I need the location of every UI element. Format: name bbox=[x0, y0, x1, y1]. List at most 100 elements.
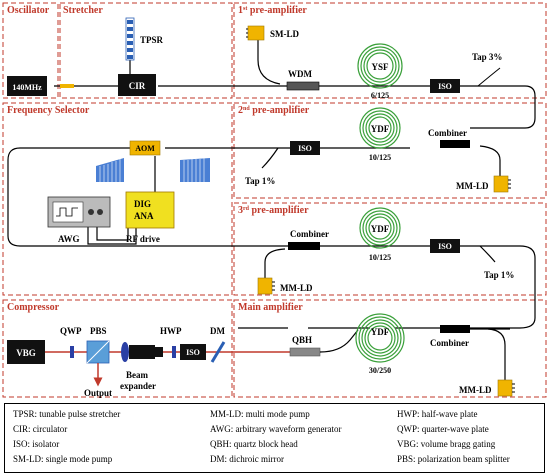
combiner-pre2 bbox=[440, 140, 470, 148]
mm-ld-label-pre2: MM-LD bbox=[456, 181, 489, 191]
legend-item: MM-LD: multi mode pump bbox=[210, 409, 310, 419]
iso-label-pre3: ISO bbox=[438, 242, 452, 251]
frequency-selector-frame bbox=[2, 102, 233, 296]
section-title-frequency-selector: Frequency Selector bbox=[7, 105, 90, 116]
circulator bbox=[118, 74, 156, 96]
legend-item: TPSR: tunable pulse stretcher bbox=[13, 409, 121, 419]
tpsr-label: TPSR bbox=[140, 35, 164, 45]
oscillator-label: 140MHz bbox=[12, 83, 42, 92]
ysf-label: YSF bbox=[371, 62, 389, 72]
legend-item: DM: dichroic mirror bbox=[210, 454, 284, 464]
spectrum-filtered-icon bbox=[96, 158, 124, 182]
section-title-main-amplifier: Main amplifier bbox=[238, 302, 303, 313]
legend-item: ISO: isolator bbox=[13, 439, 60, 449]
beam-expander-icon bbox=[121, 342, 163, 362]
combiner-pre3 bbox=[288, 242, 320, 250]
ysf-spec: 6/125 bbox=[371, 91, 389, 100]
section-title-compressor: Compressor bbox=[7, 302, 60, 313]
section-title-stretcher: Stretcher bbox=[63, 5, 103, 16]
output-label: Output bbox=[84, 388, 112, 398]
section-title-pre-amplifier-3: 3rd pre-amplifier bbox=[238, 205, 309, 216]
circulator-label: CIR bbox=[129, 81, 146, 91]
vbg-grating bbox=[7, 340, 45, 364]
dig-label: DIG bbox=[134, 199, 151, 209]
pbs-cube-icon bbox=[86, 340, 110, 364]
ydf-coil-pre3-icon bbox=[359, 207, 401, 249]
ydf-spec-pre3: 10/125 bbox=[369, 253, 391, 262]
beam-expander-label-line1: Beam bbox=[126, 370, 148, 380]
pre-amplifier-1-frame bbox=[233, 2, 547, 99]
tap3-label: Tap 3% bbox=[472, 52, 502, 62]
wdm-label: WDM bbox=[288, 69, 312, 79]
abbreviation-legend: TPSR: tunable pulse stretcher CIR: circu… bbox=[4, 403, 545, 473]
stretcher-frame bbox=[59, 2, 233, 99]
hwp-label: HWP bbox=[160, 326, 182, 336]
qbh-head bbox=[289, 347, 321, 357]
mm-ld-label-main: MM-LD bbox=[459, 385, 492, 395]
pbs-label: PBS bbox=[90, 326, 107, 336]
rf-driver-box bbox=[125, 191, 175, 229]
isolator-pre3 bbox=[430, 239, 460, 253]
fiber-paths bbox=[7, 38, 536, 388]
oscillator-source bbox=[7, 76, 47, 96]
ydf-coil-main-icon bbox=[355, 313, 405, 363]
iso-label-pre2: ISO bbox=[298, 144, 312, 153]
dichroic-mirror bbox=[210, 341, 226, 363]
spectrum-selected-icon bbox=[180, 158, 210, 182]
legend-item: CIR: circulator bbox=[13, 424, 68, 434]
sm-ld-pump-icon bbox=[246, 25, 265, 41]
hwp-plate bbox=[172, 346, 176, 358]
isolator-pre2 bbox=[290, 141, 320, 155]
ydf-spec-main: 30/250 bbox=[369, 366, 391, 375]
connector-icon bbox=[60, 84, 74, 88]
fiber-main-out bbox=[319, 329, 359, 353]
legend-item: VBG: volume bragg gating bbox=[397, 439, 496, 449]
iso-label-pre1: ISO bbox=[438, 82, 452, 91]
beam-expander-label-line2: expander bbox=[120, 381, 156, 391]
ydf-label-main: YDF bbox=[371, 327, 390, 337]
ydf-spec-pre2: 10/125 bbox=[369, 153, 391, 162]
compressor-frame bbox=[2, 299, 233, 398]
awg-instrument-icon bbox=[47, 196, 111, 228]
qwp-plate bbox=[70, 346, 74, 358]
combiner-label-pre3: Combiner bbox=[290, 229, 329, 239]
qbh-label: QBH bbox=[292, 335, 312, 345]
mm-ld-pump-main-icon bbox=[497, 379, 515, 397]
section-title-pre-amplifier-1: 1st pre-amplifier bbox=[238, 5, 307, 16]
tap3-branch bbox=[477, 67, 501, 87]
pre-amplifier-3-frame bbox=[233, 202, 547, 296]
qwp-label: QWP bbox=[60, 326, 82, 336]
tap1-label-pre2: Tap 1% bbox=[245, 176, 275, 186]
vbg-label: VBG bbox=[16, 348, 36, 358]
wdm-coupler bbox=[286, 81, 320, 91]
oscillator-frame bbox=[2, 2, 59, 99]
legend-item: QBH: quartz block head bbox=[210, 439, 298, 449]
ydf-label-pre3: YDF bbox=[371, 224, 390, 234]
aom-label: AOM bbox=[135, 144, 155, 153]
legend-item: HWP: half-wave plate bbox=[397, 409, 478, 419]
aom-modulator bbox=[129, 140, 161, 156]
legend-item: QWP: quarter-wave plate bbox=[397, 424, 489, 434]
ana-label: ANA bbox=[134, 211, 154, 221]
ydf-label-pre2: YDF bbox=[371, 124, 390, 134]
mm-ld-pump-pre2-icon bbox=[493, 175, 511, 193]
mm-ld-pump-pre3-icon bbox=[257, 277, 275, 295]
mm-ld-label-pre3: MM-LD bbox=[280, 283, 313, 293]
pre-amplifier-2-frame bbox=[233, 102, 547, 199]
legend-item: AWG: arbitrary waveform generator bbox=[210, 424, 342, 434]
tap1-label-pre3: Tap 1% bbox=[484, 270, 514, 280]
legend-item: SM-LD: single mode pump bbox=[13, 454, 113, 464]
legend-item: PBS: polarization beam splitter bbox=[397, 454, 510, 464]
section-title-oscillator: Oscillator bbox=[7, 5, 50, 16]
combiner-main bbox=[440, 325, 470, 333]
sm-ld-label: SM-LD bbox=[270, 29, 300, 39]
rf-drive-label: RF drive bbox=[126, 234, 160, 244]
dm-label: DM bbox=[210, 326, 225, 336]
main-amplifier-frame bbox=[233, 299, 547, 398]
isolator-pre1 bbox=[430, 79, 460, 93]
section-title-pre-amplifier-2: 2nd pre-amplifier bbox=[238, 105, 310, 116]
ydf-coil-pre2-icon bbox=[359, 107, 401, 149]
combiner-label-pre2: Combiner bbox=[428, 128, 467, 138]
isolator-compressor bbox=[180, 344, 206, 360]
